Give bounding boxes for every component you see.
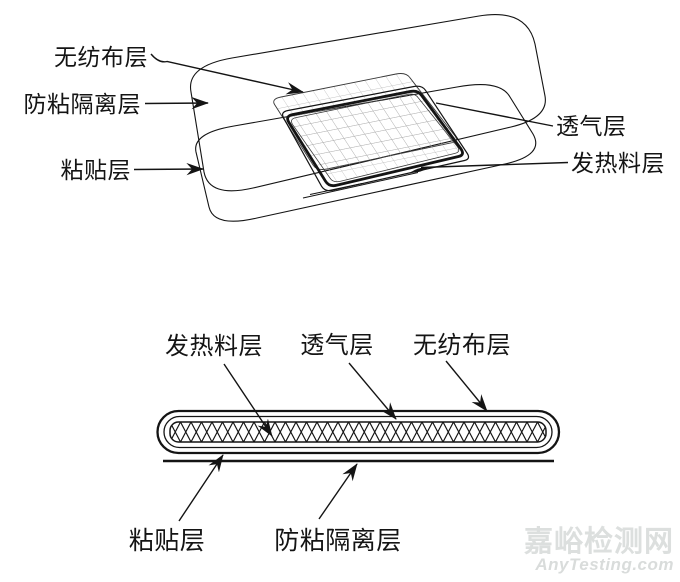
watermark: 嘉峪检测网 AnyTesting.com: [524, 524, 674, 574]
exploded-view-leaders: [133, 53, 569, 176]
exploded-view-labels: 无纺布层 防粘隔离层 粘贴层 透气层 发热料层: [24, 44, 665, 183]
label-breathable-exploded: 透气层: [556, 113, 627, 139]
heating-material-edge: [411, 167, 428, 173]
leader-adhesive-cs: [178, 454, 224, 522]
breathable-frame: [282, 85, 470, 199]
cross-section-view: [156, 409, 561, 463]
label-heating-material-exploded: 发热料层: [571, 150, 665, 176]
cross-section-leaders: [178, 360, 488, 522]
leader-breathable: [435, 102, 554, 127]
frame-inner-grid: [291, 93, 460, 183]
watermark-site-url: AnyTesting.com: [534, 555, 674, 574]
label-breathable-cs: 透气层: [300, 332, 374, 359]
watermark-site-name: 嘉峪检测网: [524, 524, 674, 558]
label-nonwoven-cs: 无纺布层: [413, 332, 511, 359]
leader-breathable-cs: [348, 362, 397, 420]
label-adhesive-cs: 粘贴层: [129, 527, 206, 555]
frame-thick-rim: [286, 89, 464, 188]
frame-lip-line: [302, 172, 419, 199]
label-adhesive-exploded: 粘贴层: [61, 157, 132, 183]
nonwoven-capsule-outer: [156, 409, 561, 455]
frame-outer-edge: [282, 85, 470, 192]
leader-adhesive: [133, 162, 204, 176]
leader-nonwoven: [150, 53, 304, 95]
leader-heating-material-cs: [223, 363, 273, 437]
leader-nonwoven-cs: [445, 360, 488, 412]
leader-release-liner-cs: [318, 463, 358, 520]
leader-heating-material: [420, 161, 569, 169]
breathable-capsule-inner: [163, 415, 553, 449]
leader-release-liner: [144, 96, 209, 110]
heating-material-bar: [169, 421, 547, 443]
label-heating-material-cs: 发热料层: [165, 333, 263, 360]
exploded-view: [189, 14, 546, 222]
label-nonwoven-exploded: 无纺布层: [54, 44, 148, 70]
label-release-liner-cs: 防粘隔离层: [274, 527, 402, 555]
cross-section-labels: 发热料层 透气层 无纺布层 粘贴层 防粘隔离层: [129, 332, 511, 555]
label-release-liner-exploded: 防粘隔离层: [24, 91, 142, 117]
